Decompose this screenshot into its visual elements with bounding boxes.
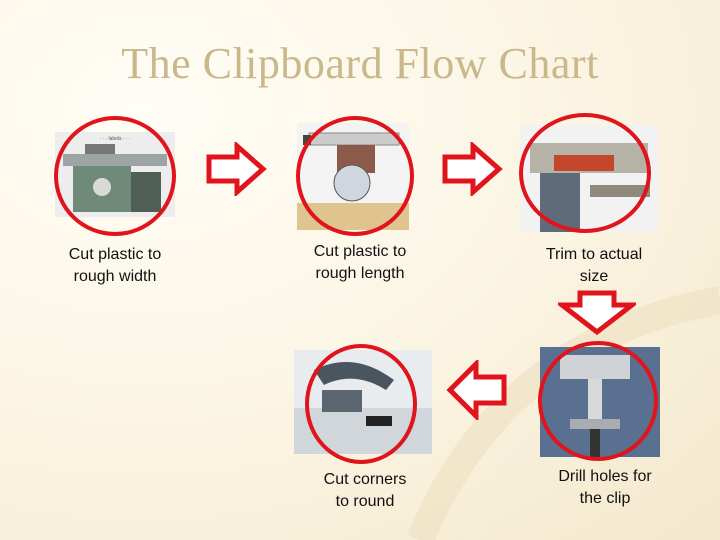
- step-caption: Cut corners to round: [290, 469, 440, 513]
- right-arrow-icon: [442, 142, 503, 196]
- page-title: The Clipboard Flow Chart: [121, 39, 599, 88]
- caption-line: Drill holes for: [558, 468, 652, 485]
- step-caption: Cut plastic to rough width: [40, 244, 190, 288]
- left-arrow-icon: [446, 360, 507, 420]
- caption-line: Cut corners: [323, 471, 407, 488]
- step-caption: Trim to actual size: [519, 244, 669, 288]
- step-caption: Drill holes for the clip: [530, 466, 680, 510]
- caption-line: Trim to actual: [545, 246, 643, 263]
- caption-line: the clip: [579, 490, 631, 507]
- step-ring: [54, 116, 176, 236]
- step-caption: Cut plastic to rough length: [285, 241, 435, 285]
- caption-line: rough length: [315, 265, 405, 282]
- caption-line: size: [579, 268, 609, 285]
- step-ring: [305, 344, 417, 464]
- right-arrow-icon: [206, 142, 267, 196]
- step-ring: [519, 113, 651, 233]
- caption-line: Cut plastic to: [68, 246, 162, 263]
- step-ring: [538, 341, 658, 461]
- down-arrow-icon: [558, 290, 636, 336]
- caption-line: rough width: [73, 268, 157, 285]
- caption-line: to round: [335, 493, 395, 510]
- step-ring: [296, 116, 414, 236]
- caption-line: Cut plastic to: [313, 243, 407, 260]
